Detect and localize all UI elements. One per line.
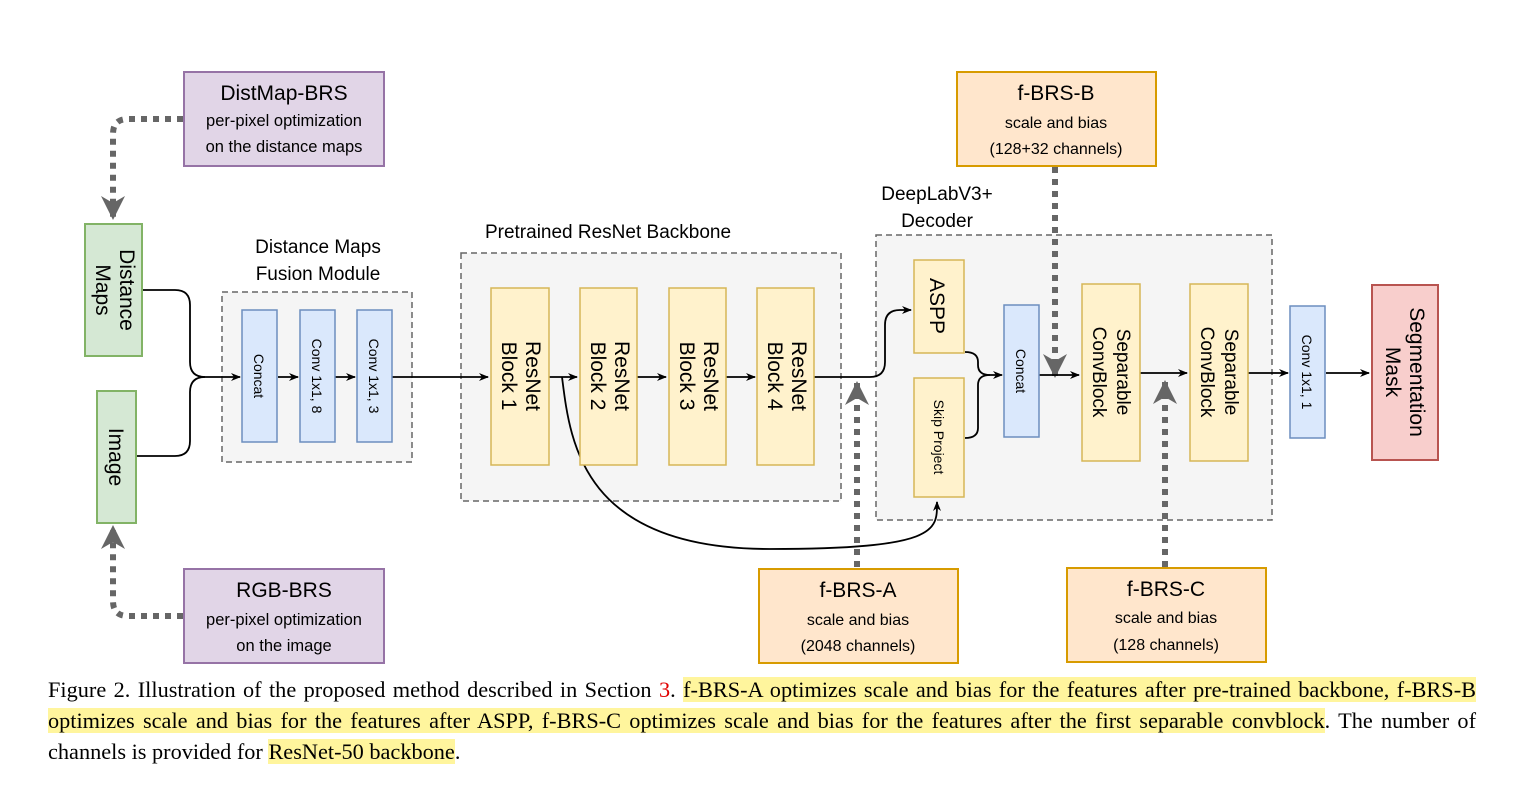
final-conv-label: Conv 1x1, 1 [1299,335,1315,410]
fbrs-c-title: f-BRS-C [1127,578,1205,601]
fbrs-b-title: f-BRS-B [1017,82,1094,105]
distmap-brs-arrow [101,116,183,220]
resnet-block-3-line1: ResNet [699,341,722,411]
fbrs-c-box: f-BRS-C scale and bias (128 channels) [1066,567,1267,663]
fbrs-b-line2: (128+32 channels) [990,141,1123,158]
fbrs-a-box: f-BRS-A scale and bias (2048 channels) [758,568,959,664]
fusion-module-title-line1: Distance Maps [255,237,381,258]
resnet-block-2-line1: ResNet [610,341,633,411]
image-label: Image [104,428,127,486]
distance-maps-line1: Distance [115,249,138,331]
fusion-conv2-label: Conv 1x1, 3 [366,339,382,414]
distmap-brs-line1: per-pixel optimization [206,112,362,130]
fusion-conv2-node: Conv 1x1, 3 [356,309,393,443]
decoder-title-line1: DeepLabV3+ [881,184,992,205]
rgb-brs-title: RGB-BRS [236,579,332,602]
flow-connectors [136,289,1370,550]
fusion-conv1-label: Conv 1x1, 8 [309,339,325,414]
resnet-block-3-line2: Block 3 [675,342,698,411]
final-conv-node: Conv 1x1, 1 [1289,305,1326,439]
decoder-concat-label: Concat [1013,349,1029,393]
resnet-block-1-line2: Block 1 [497,342,520,411]
separable-convblock-1: Separable ConvBlock [1081,283,1141,462]
rgb-brs-line1: per-pixel optimization [206,611,362,629]
backbone-title: Pretrained ResNet Backbone [485,222,731,243]
fbrs-a-line1: scale and bias [807,612,909,629]
resnet-block-2: ResNet Block 2 [579,287,638,466]
method-diagram: Distance Maps Fusion Module Pretrained R… [84,71,1439,664]
fbrs-b-box: f-BRS-B scale and bias (128+32 channels) [956,71,1157,167]
segmentation-line1: Segmentation [1405,307,1428,437]
skip-project-node: Skip Project [913,377,965,498]
resnet-block-1-line1: ResNet [521,341,544,411]
caption-part2: . [670,677,684,702]
caption-part1: Figure 2. Illustration of the proposed m… [48,677,659,702]
aspp-node: ASPP [913,259,965,354]
rgb-brs-box: RGB-BRS per-pixel optimization on the im… [183,568,385,664]
distance-maps-line2: Maps [91,264,114,315]
sep2-line2: ConvBlock [1196,327,1217,418]
distmap-brs-title: DistMap-BRS [220,82,347,105]
distance-maps-node: Distance Maps [84,223,143,357]
segmentation-mask-node: Segmentation Mask [1371,284,1439,461]
fusion-concat-label: Concat [251,354,267,398]
image-node: Image [96,390,137,524]
fbrs-a-title: f-BRS-A [819,579,896,602]
figure-caption: Figure 2. Illustration of the proposed m… [48,674,1476,767]
distmap-brs-box: DistMap-BRS per-pixel optimization on th… [183,71,385,167]
fbrs-c-line1: scale and bias [1115,610,1217,627]
decoder-title-line2: Decoder [901,211,973,232]
sep1-line1: Separable [1112,329,1133,416]
segmentation-line2: Mask [1381,347,1404,398]
resnet-block-3: ResNet Block 3 [668,287,727,466]
rgb-brs-arrow [101,525,183,619]
fbrs-b-line1: scale and bias [1005,115,1107,132]
resnet-block-4-line2: Block 4 [763,342,786,411]
fbrs-a-line2: (2048 channels) [801,638,916,655]
resnet-block-4-line1: ResNet [787,341,810,411]
fusion-module-title-line2: Fusion Module [256,264,381,285]
separable-convblock-2: Separable ConvBlock [1189,283,1249,462]
caption-part3: . The number of channels is provided for [48,708,1476,764]
caption-section-ref[interactable]: 3 [658,677,671,702]
fbrs-c-line2: (128 channels) [1113,637,1219,654]
sep2-line1: Separable [1220,329,1241,416]
fusion-conv1-node: Conv 1x1, 8 [299,309,336,443]
rgb-brs-line2: on the image [236,637,331,655]
resnet-block-1: ResNet Block 1 [490,287,550,466]
decoder-concat-node: Concat [1003,304,1040,438]
resnet-block-2-line2: Block 2 [586,342,609,411]
caption-highlight-2: ResNet-50 backbone [268,739,455,764]
skip-project-label: Skip Project [931,400,947,475]
caption-part4: . [454,739,461,764]
fusion-concat-node: Concat [241,309,278,443]
sep1-line2: ConvBlock [1088,327,1109,418]
distmap-brs-line2: on the distance maps [206,138,363,156]
aspp-label: ASPP [925,278,948,334]
resnet-block-4: ResNet Block 4 [756,287,815,466]
